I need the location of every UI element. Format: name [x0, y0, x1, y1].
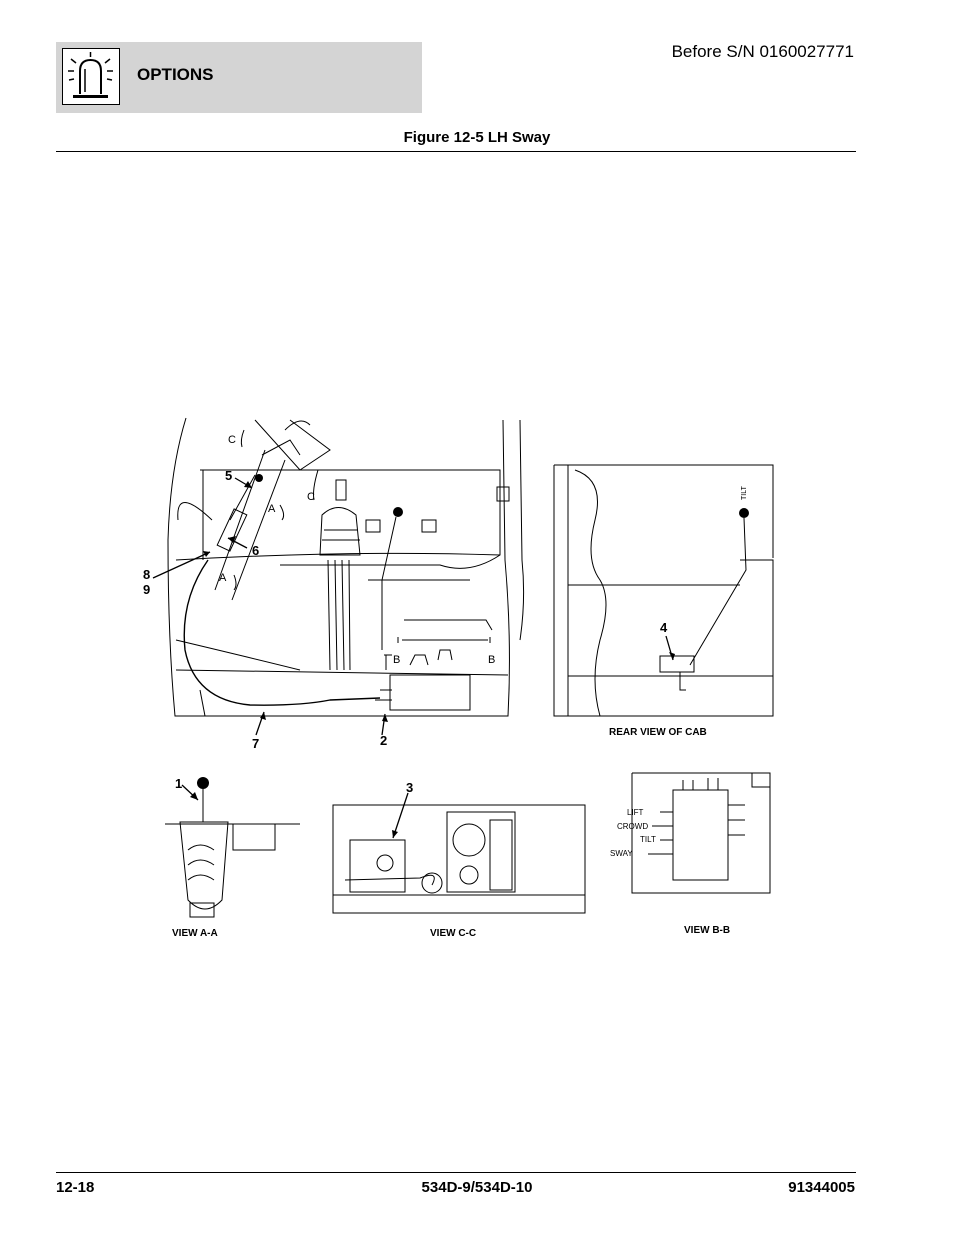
view-aa-detail: [165, 777, 300, 918]
view-cc-detail: [332, 804, 586, 914]
svg-text:3: 3: [406, 780, 413, 795]
view-bb-detail: [631, 772, 771, 894]
rear-view-of-cab: [553, 464, 774, 717]
svg-text:4: 4: [660, 620, 668, 635]
svg-text:C: C: [228, 434, 236, 446]
serial-number-note: Before S/N 0160027771: [671, 42, 854, 61]
svg-text:CROWD: CROWD: [617, 822, 648, 831]
section-title: OPTIONS: [137, 65, 214, 84]
svg-text:B: B: [393, 654, 400, 666]
svg-text:TILT: TILT: [741, 485, 748, 500]
header-divider: [56, 151, 856, 152]
svg-text:9: 9: [143, 582, 150, 597]
svg-text:2: 2: [380, 733, 387, 748]
footer-divider: [56, 1172, 856, 1173]
svg-text:A: A: [219, 572, 227, 584]
caption-rear-view: REAR VIEW OF CAB: [609, 727, 707, 738]
caption-view-cc: VIEW C-C: [430, 928, 477, 939]
caption-view-aa: VIEW A-A: [172, 928, 218, 939]
svg-text:TILT: TILT: [640, 835, 656, 844]
svg-text:B: B: [488, 654, 495, 666]
svg-text:LIFT: LIFT: [627, 808, 644, 817]
cab-interior-view: [167, 417, 525, 717]
figure-title: Figure 12-5 LH Sway: [403, 129, 551, 146]
svg-text:8: 8: [143, 567, 150, 582]
svg-text:A: A: [268, 503, 276, 515]
svg-text:6: 6: [252, 543, 259, 558]
caption-view-bb: VIEW B-B: [684, 925, 731, 936]
svg-text:C: C: [307, 491, 315, 503]
svg-text:7: 7: [252, 736, 259, 751]
model-number: 534D-9/534D-10: [421, 1179, 533, 1196]
svg-text:SWAY: SWAY: [610, 849, 633, 858]
svg-text:1: 1: [175, 776, 182, 791]
beacon-light-icon: [62, 48, 120, 105]
document-number: 91344005: [788, 1179, 855, 1196]
svg-text:5: 5: [225, 468, 232, 483]
page-number: 12-18: [56, 1179, 95, 1196]
